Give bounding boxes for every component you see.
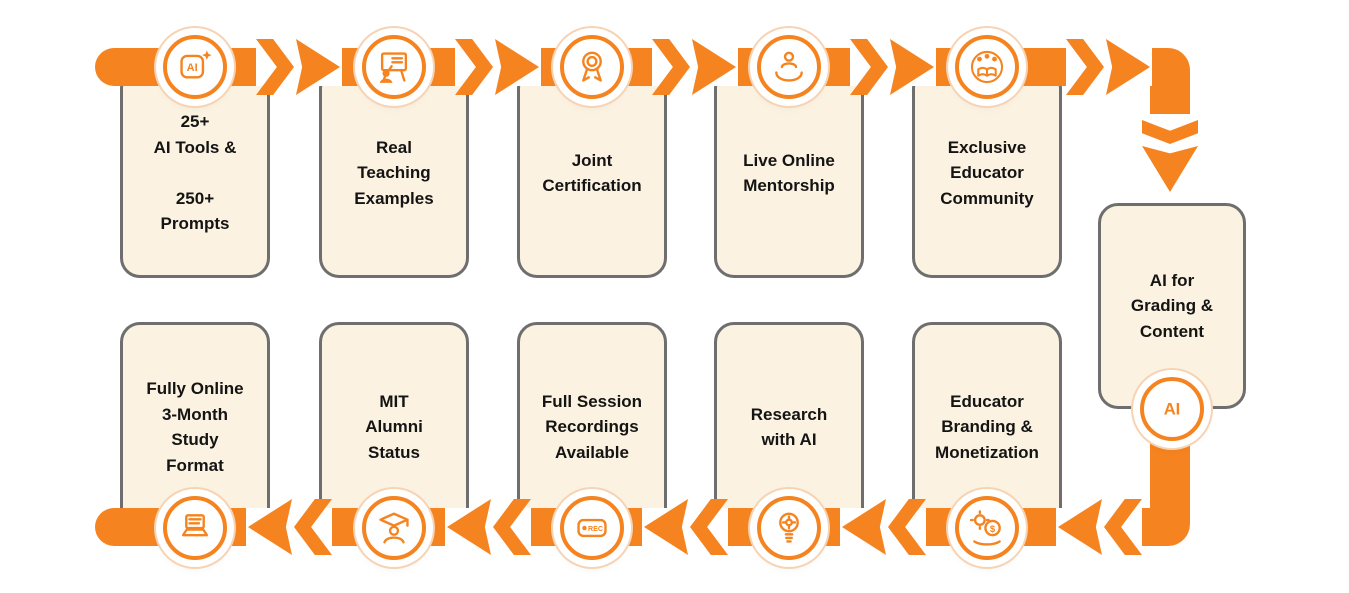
alumni-graduation-icon bbox=[362, 496, 426, 560]
svg-text:AI: AI bbox=[187, 62, 198, 74]
educator-community-icon bbox=[955, 35, 1019, 99]
mentorship-hand-icon bbox=[757, 35, 821, 99]
flow-arrow-down-chevron bbox=[1142, 120, 1198, 144]
card-online-study-format: Fully Online 3-Month Study Format bbox=[120, 322, 270, 532]
card-title: Research with AI bbox=[750, 404, 828, 450]
card-title: 25+ AI Tools & 250+ Prompts bbox=[153, 112, 237, 234]
card-title: AI for Grading & Content bbox=[1130, 270, 1214, 341]
card-ai-grading-content: AI for Grading & Content bbox=[1098, 203, 1246, 409]
card-joint-certification: Joint Certification bbox=[517, 68, 667, 278]
online-study-laptop-icon bbox=[163, 496, 227, 560]
flow-band-right-upper bbox=[1150, 74, 1190, 114]
recording-rec-icon: REC bbox=[560, 496, 624, 560]
svg-text:AI: AI bbox=[1164, 400, 1181, 419]
flow-arrow-down-icon bbox=[1142, 146, 1198, 192]
svg-text:REC: REC bbox=[588, 525, 603, 533]
flow-band-right-lower bbox=[1150, 432, 1190, 516]
card-title: Exclusive Educator Community bbox=[940, 137, 1034, 208]
card-title: Full Session Recordings Available bbox=[541, 391, 643, 462]
card-teaching-examples: Real Teaching Examples bbox=[319, 68, 469, 278]
teaching-presentation-icon bbox=[362, 35, 426, 99]
ai-logo-icon: AI bbox=[1140, 377, 1204, 441]
research-lightbulb-icon bbox=[757, 496, 821, 560]
svg-text:$: $ bbox=[990, 524, 996, 535]
card-educator-community: Exclusive Educator Community bbox=[912, 68, 1062, 278]
certification-medal-icon bbox=[560, 35, 624, 99]
card-live-mentorship: Live Online Mentorship bbox=[714, 68, 864, 278]
ai-tools-icon: AI bbox=[163, 35, 227, 99]
card-title: Live Online Mentorship bbox=[743, 150, 835, 196]
branding-monetization-icon: $ bbox=[955, 496, 1019, 560]
card-title: MIT Alumni Status bbox=[365, 391, 423, 462]
card-title: Real Teaching Examples bbox=[354, 137, 434, 208]
card-ai-tools: 25+ AI Tools & 250+ Prompts bbox=[120, 68, 270, 278]
card-title: Fully Online 3-Month Study Format bbox=[146, 379, 244, 475]
card-title: Educator Branding & Monetization bbox=[935, 391, 1039, 462]
card-title: Joint Certification bbox=[542, 150, 642, 196]
